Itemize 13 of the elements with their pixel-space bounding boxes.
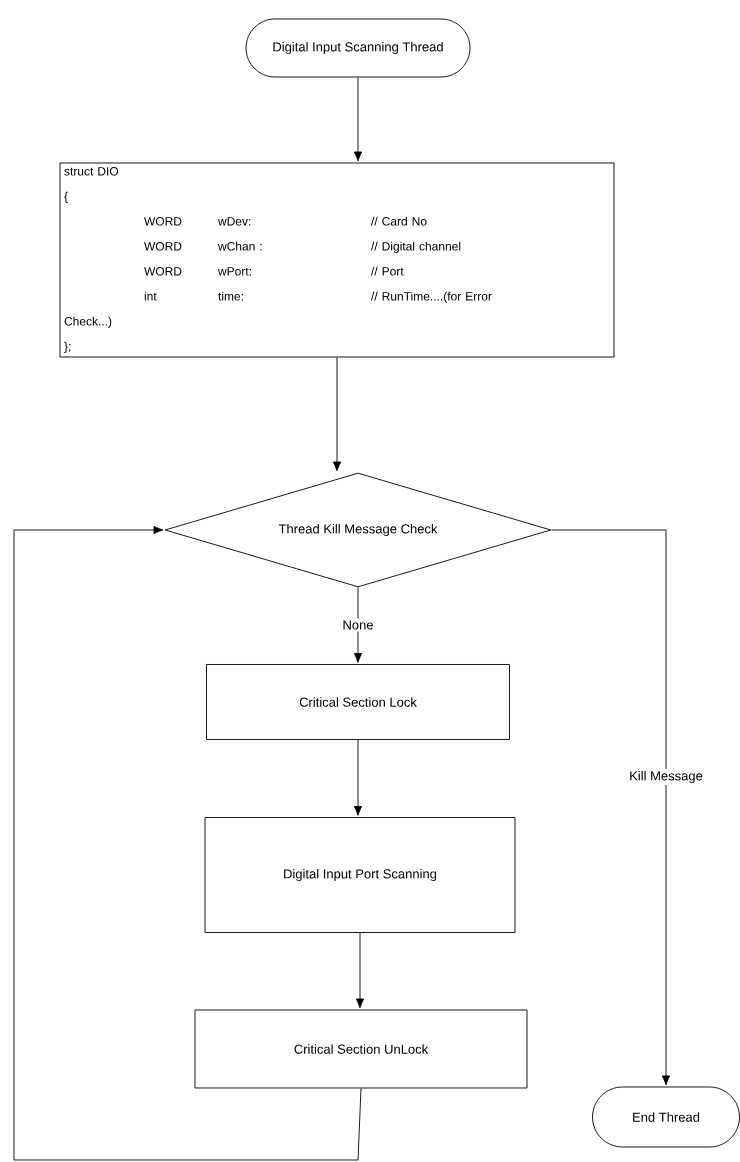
arrow [353,587,363,663]
process-box: Critical Section Lock [206,664,510,740]
arrow [353,77,363,162]
arrow [355,932,365,1009]
arrow [332,357,342,472]
process-box: Digital Input Port Scanning [204,817,516,933]
edge-label: Kill Message [627,768,705,786]
arrow [353,739,363,816]
process-box: Critical Section UnLock [194,1009,528,1089]
edge-label: None [340,618,376,632]
arrow [13,525,362,1161]
code-box: struct DIO { WORD wDev: // Card No WORD wChan : // Digital channel WORD wPort: // Port int time: // RunTime....(for Error Check...) }; [59,162,615,358]
arrow [551,529,671,1086]
